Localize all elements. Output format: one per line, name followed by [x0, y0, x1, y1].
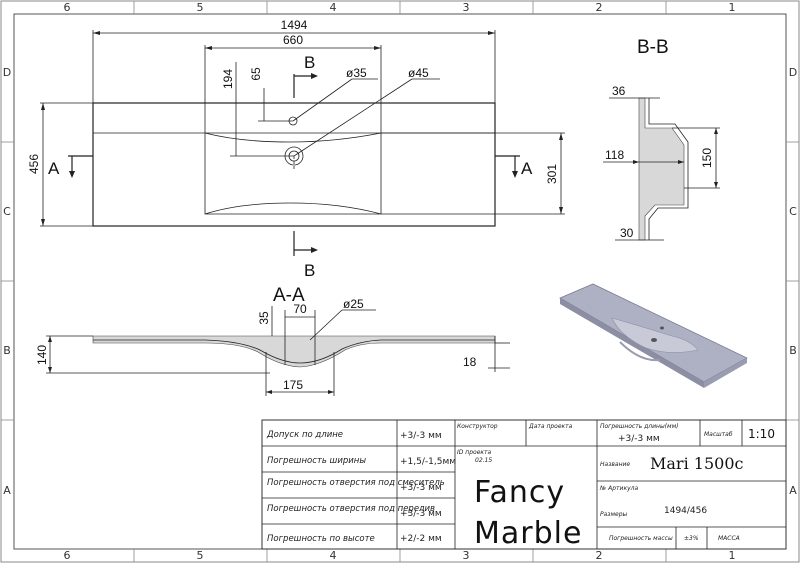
tolerance-label-overflow-hole: Погрешность отверстия под перелив [267, 504, 435, 514]
section-b-label-top: B [304, 53, 315, 72]
mass-tol-label: Погрешность массы [609, 535, 673, 542]
model-name: Mari 1500с [650, 454, 743, 473]
col-label-bottom: 5 [197, 549, 204, 562]
dim-drain-hole-dia: ø45 [408, 66, 429, 80]
col-label-top: 1 [729, 1, 736, 14]
tolerance-label-height: Погрешность по высоте [267, 534, 375, 544]
dim-bowl-width: 660 [283, 33, 303, 47]
section-a-label-right: A [521, 159, 533, 178]
length-tol-value: +3/-3 мм [618, 434, 660, 444]
section-aa-title: A-A [273, 285, 305, 306]
row-label-left: C [3, 205, 11, 218]
dim-aa-rim: 18 [463, 355, 477, 369]
col-label-bottom: 1 [729, 549, 736, 562]
row-label-right: A [789, 484, 797, 497]
tolerance-label-length: Допуск по длине [266, 430, 343, 440]
dim-aa-bowl-depth: 35 [257, 311, 271, 325]
mass-label: МАССА [718, 535, 740, 542]
section-a-label-left: A [48, 159, 60, 178]
col-label-top: 4 [330, 1, 337, 14]
dim-aa-bottom-width: 175 [283, 378, 303, 392]
dim-bowl-depth: 301 [545, 164, 559, 184]
tolerance-value-width: +1,5/-1,5мм [400, 457, 456, 467]
size-label: Размеры [600, 511, 628, 518]
dim-mixer-offset: 194 [221, 69, 235, 89]
tolerance-value-overflow-hole: +3/-3 мм [400, 509, 442, 519]
dim-hole-offset: 65 [249, 67, 263, 81]
col-label-top: 6 [64, 1, 71, 14]
date-label: Дата проекта [528, 423, 573, 430]
top-view: 1494 660 194 65 ø35 ø45 456 301 [27, 18, 565, 280]
bowl-outline [204, 132, 382, 215]
tolerance-value-height: +2/-2 мм [400, 534, 442, 544]
constructor-label: Конструктор [457, 423, 498, 430]
col-label-bottom: 4 [330, 549, 337, 562]
scale-label: Масштаб [704, 431, 733, 438]
project-id-label: ID проекта [457, 449, 492, 456]
row-label-left: A [3, 484, 11, 497]
project-id-value: 02.15 [475, 457, 492, 464]
section-bb-title: B-B [637, 37, 669, 58]
dim-aa-drain-span: 70 [293, 302, 307, 316]
col-label-bottom: 2 [596, 549, 603, 562]
dim-bb-rim: 36 [612, 84, 626, 98]
row-label-right: D [789, 66, 797, 79]
dim-overall-depth: 456 [27, 154, 41, 174]
size-value: 1494/456 [664, 506, 707, 516]
section-bb: B-B 36 118 150 30 [603, 37, 720, 241]
section-aa-profile [92, 335, 496, 368]
row-label-left: B [3, 344, 11, 357]
tolerance-label-mixer-hole: Погрешность отверстия под смеситель [267, 478, 445, 488]
row-label-right: B [789, 344, 797, 357]
col-label-bottom: 6 [64, 549, 71, 562]
section-b-label-bottom: B [304, 261, 315, 280]
tolerance-label-width: Погрешность ширины [267, 456, 366, 466]
name-label: Название [600, 461, 630, 468]
dim-bb-depth: 118 [605, 148, 624, 162]
col-label-top: 3 [463, 1, 470, 14]
brand-line-2: Marble [474, 516, 582, 551]
section-aa: A-A 140 35 70 ø25 175 18 [35, 285, 510, 396]
dim-aa-height: 140 [35, 345, 49, 365]
tolerance-value-mixer-hole: +3/-3 мм [400, 483, 442, 493]
dim-bb-base: 30 [620, 226, 634, 240]
dim-overall-width: 1494 [281, 18, 308, 32]
col-label-top: 2 [596, 1, 603, 14]
tolerance-value-length: +3/-3 мм [400, 431, 442, 441]
sink-3d-preview [559, 283, 748, 388]
brand-line-1: Fancy [474, 475, 565, 510]
col-label-bottom: 3 [463, 549, 470, 562]
scale-value: 1:10 [748, 427, 775, 441]
title-block [261, 419, 787, 550]
row-label-right: C [789, 205, 797, 218]
article-label: № Артикула [599, 485, 638, 492]
dim-aa-drain-hole: ø25 [343, 297, 364, 311]
countertop-outline [92, 102, 496, 227]
section-bb-profile [638, 97, 685, 241]
row-label-left: D [3, 66, 11, 79]
col-label-top: 5 [197, 1, 204, 14]
dim-mixer-hole-dia: ø35 [346, 66, 367, 80]
length-tol-label: Погрешность длины(мм) [600, 423, 678, 430]
mass-tol-value: ±3% [684, 535, 699, 542]
dim-bb-height: 150 [700, 148, 714, 168]
